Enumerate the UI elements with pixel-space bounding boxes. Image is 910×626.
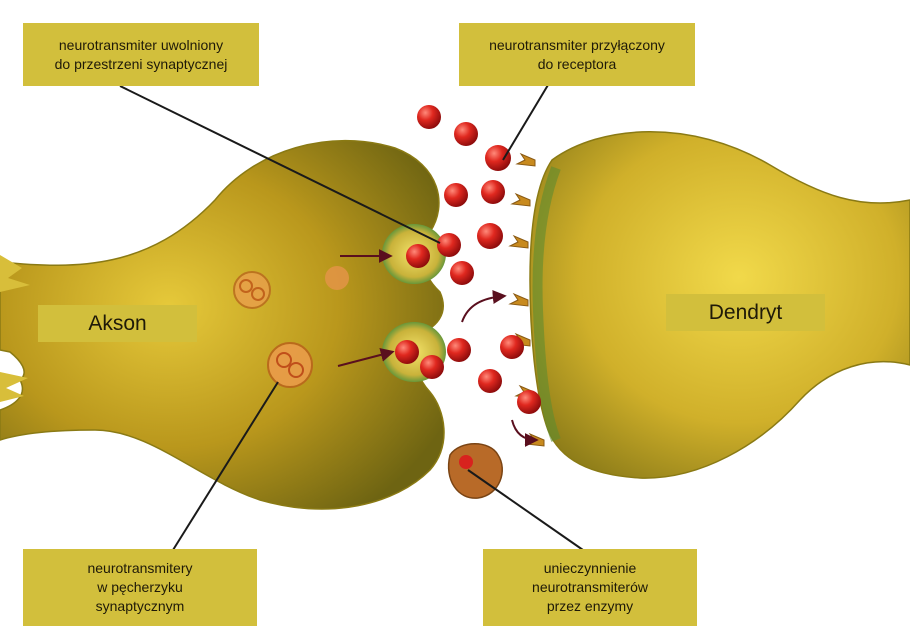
label-dendrite-text: Dendryt (709, 300, 783, 326)
label-attached: neurotransmiter przyłączony do receptora (459, 23, 695, 86)
label-attached-text: neurotransmiter przyłączony do receptora (489, 36, 665, 74)
enzyme-blob (449, 444, 503, 498)
label-axon-text: Akson (88, 311, 146, 337)
label-vesicle-text: neurotransmitery w pęcherzyku synaptyczn… (87, 559, 192, 616)
label-enzyme: unieczynnienie neurotransmiterów przez e… (483, 549, 697, 626)
label-vesicle: neurotransmitery w pęcherzyku synaptyczn… (23, 549, 257, 626)
label-released-text: neurotransmiter uwolniony do przestrzeni… (55, 36, 228, 74)
label-dendrite: Dendryt (666, 294, 825, 331)
label-enzyme-text: unieczynnienie neurotransmiterów przez e… (532, 559, 648, 616)
label-released: neurotransmiter uwolniony do przestrzeni… (23, 23, 259, 86)
vesicle-upper (234, 272, 270, 308)
label-axon: Akson (38, 305, 197, 342)
vesicle-small (325, 266, 349, 290)
vesicle-lower (268, 343, 312, 387)
